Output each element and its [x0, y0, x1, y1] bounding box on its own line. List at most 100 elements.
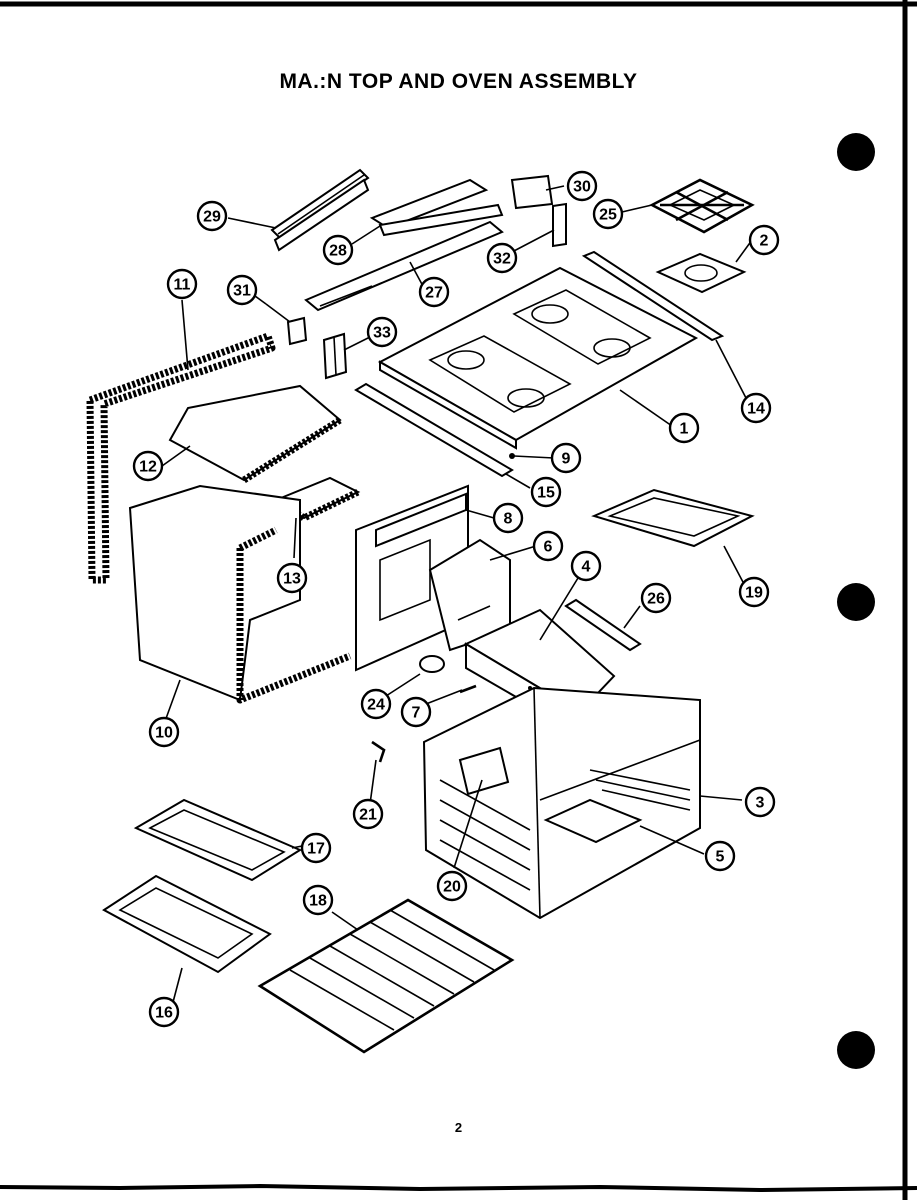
part-1-main-top — [377, 266, 699, 450]
callout-number: 10 — [155, 725, 173, 742]
callout-number: 7 — [412, 705, 421, 722]
part-12-top-insulation — [168, 384, 342, 483]
part-7-pin — [459, 684, 477, 694]
callout-circle — [740, 392, 772, 424]
callout-12: 12 — [132, 450, 164, 482]
callout-number: 4 — [582, 559, 591, 576]
callout-11: 11 — [166, 268, 198, 300]
callout-circle — [132, 450, 164, 482]
callout-17: 17 — [300, 832, 332, 864]
callout-number: 6 — [544, 539, 553, 556]
part-30-bracket — [510, 174, 554, 210]
diagram-title: MA.:N TOP AND OVEN ASSEMBLY — [279, 70, 638, 93]
callout-circle — [748, 224, 780, 256]
callout-number: 33 — [373, 325, 391, 342]
punch-hole-middle — [837, 583, 875, 621]
part-19-top-frame — [591, 488, 755, 548]
callout-number: 14 — [747, 401, 765, 418]
part-29-trim-strips — [270, 168, 370, 252]
part-15-front-trim — [354, 382, 514, 478]
callout-4: 4 — [570, 550, 602, 582]
callout-number: 11 — [174, 277, 191, 294]
callout-circle — [276, 562, 308, 594]
callout-circle — [300, 832, 332, 864]
punch-hole-bottom — [837, 1031, 875, 1069]
callout-number: 27 — [425, 285, 443, 302]
callout-circle — [322, 234, 354, 266]
callout-circle — [704, 840, 736, 872]
callout-1: 1 — [668, 412, 700, 444]
callout-28: 28 — [322, 234, 354, 266]
part-14-side-trim — [581, 250, 725, 342]
callout-number: 18 — [309, 893, 327, 910]
callout-circle — [196, 200, 228, 232]
callout-circle — [148, 716, 180, 748]
callout-circle — [400, 696, 432, 728]
punch-hole-top — [837, 133, 875, 171]
callout-number: 15 — [537, 485, 555, 502]
callout-circle — [668, 412, 700, 444]
callout-number: 8 — [504, 511, 513, 528]
callout-circle — [738, 576, 770, 608]
leader-lines — [161, 185, 753, 1007]
part-32-bracket — [552, 202, 567, 248]
callout-15: 15 — [530, 476, 562, 508]
part-27-back-guard — [304, 220, 504, 312]
part-33-bracket — [322, 332, 348, 380]
bottom-border — [0, 1183, 917, 1193]
callout-26: 26 — [640, 582, 672, 614]
callout-labels: 1234567891011121314151617181920212425262… — [132, 170, 780, 1028]
callout-circle — [302, 884, 334, 916]
callout-6: 6 — [532, 530, 564, 562]
part-24-igniter — [419, 655, 445, 673]
callout-3: 3 — [744, 786, 776, 818]
page-number: 2 — [454, 1120, 463, 1135]
callout-circle — [436, 870, 468, 902]
callout-circle — [166, 268, 198, 300]
callout-circle — [148, 996, 180, 1028]
callout-19: 19 — [738, 576, 770, 608]
part-16-broiler-pan — [102, 874, 272, 974]
callout-number: 5 — [716, 849, 725, 866]
callout-circle — [366, 316, 398, 348]
callout-9: 9 — [550, 442, 582, 474]
callout-25: 25 — [592, 198, 624, 230]
callout-5: 5 — [704, 840, 736, 872]
callout-number: 29 — [203, 209, 221, 226]
callout-number: 3 — [756, 795, 765, 812]
callout-number: 16 — [155, 1005, 173, 1022]
callout-29: 29 — [196, 200, 228, 232]
part-18-oven-rack — [257, 898, 515, 1054]
part-17-broiler-grid — [133, 798, 303, 882]
part-9-screw — [509, 453, 515, 459]
callout-24: 24 — [360, 688, 392, 720]
callout-circle — [570, 550, 602, 582]
part-28-rear-trim — [369, 178, 504, 237]
callout-number: 13 — [283, 571, 301, 588]
part-10-oven-insulation-wrap — [128, 484, 352, 704]
callout-circle — [532, 530, 564, 562]
part-5-broiler-drawer — [543, 798, 643, 844]
callout-number: 20 — [443, 879, 461, 896]
part-21-clip — [371, 740, 386, 763]
callout-circle — [360, 688, 392, 720]
callout-32: 32 — [486, 242, 518, 274]
callout-circle — [418, 276, 450, 308]
callout-circle — [226, 274, 258, 306]
callout-number: 21 — [359, 807, 377, 824]
callout-2: 2 — [748, 224, 780, 256]
callout-number: 31 — [233, 283, 251, 300]
part-2-burner-bowl — [655, 252, 747, 294]
callout-circle — [550, 442, 582, 474]
callout-circle — [592, 198, 624, 230]
callout-number: 30 — [573, 179, 591, 196]
part-25-burner-grate — [649, 178, 755, 234]
part-31-screw-bracket — [265, 303, 308, 346]
callout-21: 21 — [352, 798, 384, 830]
callout-circle — [744, 786, 776, 818]
callout-number: 25 — [599, 207, 617, 224]
callout-circle — [492, 502, 524, 534]
callout-10: 10 — [148, 716, 180, 748]
